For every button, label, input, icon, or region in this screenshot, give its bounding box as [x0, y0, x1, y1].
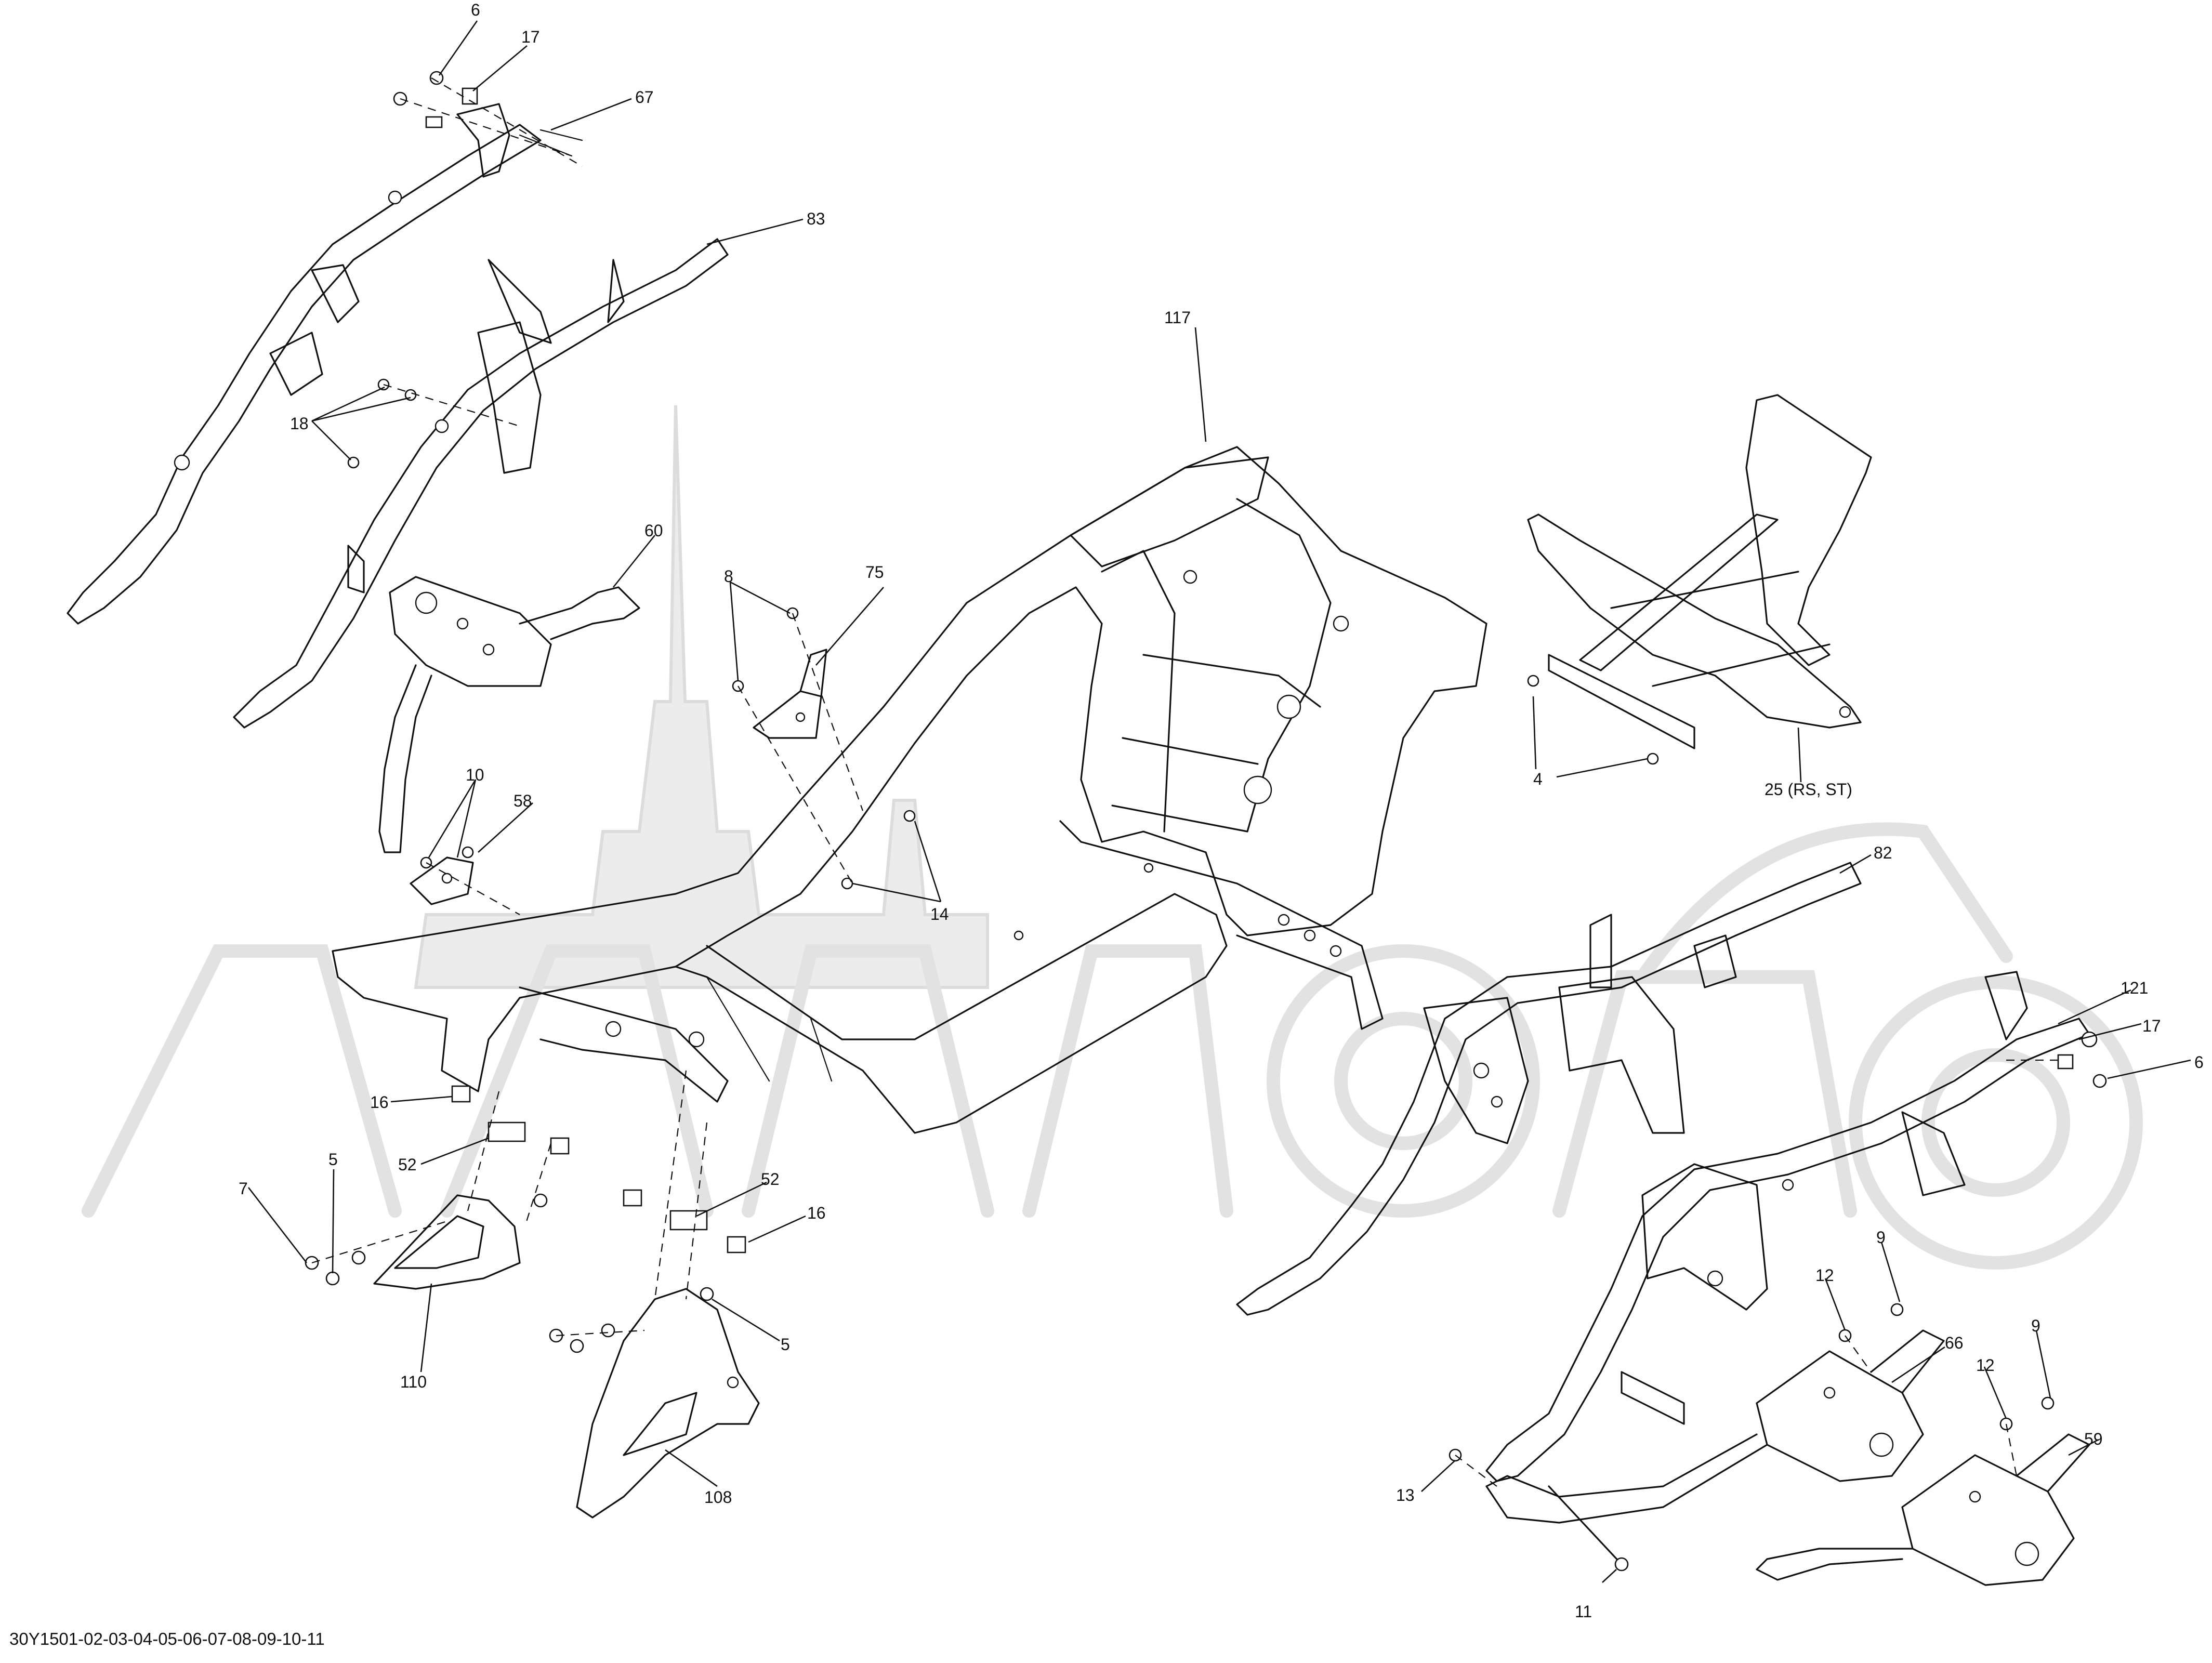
callout-108: 108 [704, 1488, 732, 1507]
callout-82: 82 [1874, 843, 1892, 862]
callout-4: 4 [1533, 770, 1543, 788]
callout-labels: 6 17 67 83 18 60 8 75 117 4 25 (RS, ST) … [239, 1, 2204, 1621]
part-67-rail [67, 103, 583, 625]
callout-14: 14 [930, 905, 949, 923]
part-25-skid-frame [1527, 394, 1872, 749]
callout-59: 59 [2084, 1430, 2103, 1448]
part-83-rail [233, 238, 729, 729]
part-121-rail [1485, 971, 2090, 1482]
callout-13: 13 [1396, 1486, 1415, 1504]
leader-lines [247, 20, 2191, 1583]
callout-83: 83 [807, 209, 825, 228]
callout-110: 110 [400, 1372, 427, 1391]
part-60-bracket [378, 576, 640, 853]
callout-52-left: 52 [398, 1155, 417, 1174]
callout-75: 75 [865, 563, 884, 582]
callout-66: 66 [1945, 1334, 1964, 1352]
callout-5-right: 5 [781, 1335, 790, 1354]
part-58-bracket [410, 856, 474, 905]
callout-17-right: 17 [2142, 1017, 2161, 1035]
callout-8: 8 [724, 567, 733, 586]
part-66-bracket [1485, 1329, 1945, 1524]
callout-67: 67 [635, 88, 654, 107]
callout-17-top: 17 [521, 28, 540, 46]
callout-10: 10 [466, 765, 484, 784]
part-59-bracket [1756, 1433, 2090, 1586]
callout-12-left: 12 [1815, 1266, 1834, 1285]
callout-12-right: 12 [1976, 1356, 1995, 1375]
callout-6-top: 6 [471, 1, 480, 19]
part-108-bracket [576, 1288, 760, 1519]
callout-16-left: 16 [370, 1093, 389, 1112]
callout-7: 7 [239, 1179, 248, 1198]
watermark [82, 405, 2143, 1270]
callout-60: 60 [644, 521, 663, 540]
part-82-rail [1236, 862, 1862, 1316]
callout-25: 25 (RS, ST) [1765, 780, 1852, 799]
callout-6-right: 6 [2194, 1053, 2204, 1072]
callout-5-left: 5 [328, 1150, 338, 1169]
part-75-bracket [753, 649, 827, 739]
fasteners [305, 71, 2107, 1572]
diagram-reference-code: 30Y1501-02-03-04-05-06-07-08-09-10-11 [9, 1629, 325, 1648]
callout-9-left: 9 [1876, 1228, 1886, 1247]
callout-16-right: 16 [807, 1204, 826, 1222]
callout-18: 18 [290, 414, 309, 433]
assembly-lines [311, 77, 2058, 1487]
callout-9-right: 9 [2031, 1316, 2040, 1335]
callout-58: 58 [514, 791, 532, 810]
callout-11: 11 [1575, 1602, 1592, 1621]
part-110-bracket [373, 1194, 521, 1290]
callout-117: 117 [1164, 308, 1191, 327]
part-117-main-frame [332, 446, 1487, 1134]
callout-121: 121 [2121, 979, 2148, 997]
callout-52-right: 52 [761, 1170, 780, 1189]
